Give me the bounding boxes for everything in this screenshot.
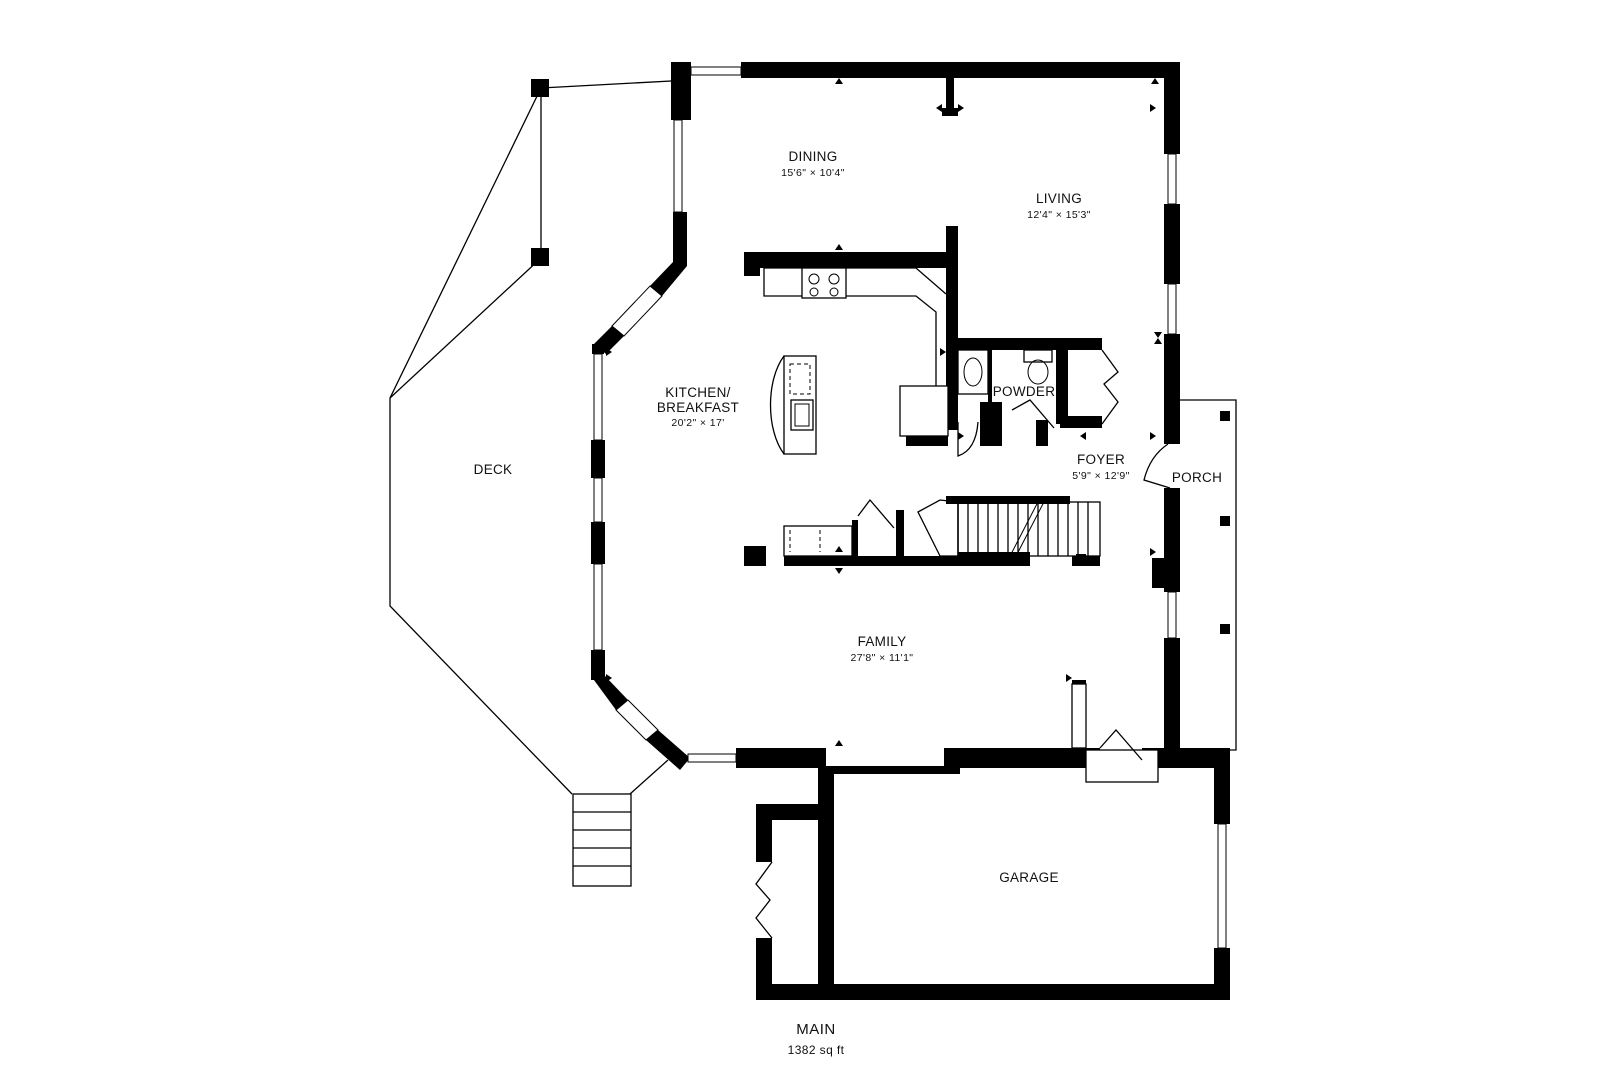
powder-door xyxy=(1011,399,1055,429)
deck-stairs xyxy=(572,793,632,887)
room-label-foyer: FOYER xyxy=(1077,452,1125,467)
room-label-living: LIVING xyxy=(1036,191,1082,206)
floor-area: 1382 sq ft xyxy=(788,1043,845,1057)
porch-post xyxy=(1220,411,1230,421)
room-label-dining: DINING xyxy=(788,149,837,164)
interior-walls xyxy=(744,78,1166,694)
deck-post xyxy=(531,79,549,97)
garage-entry xyxy=(1071,683,1159,783)
room-dims-living: 12'4" × 15'3" xyxy=(1027,209,1091,221)
deck xyxy=(389,79,691,795)
kitchen-counter xyxy=(763,267,949,437)
deck-post xyxy=(531,248,549,266)
foyer-door xyxy=(1143,443,1171,489)
room-label-kitchen: KITCHEN/ xyxy=(665,385,730,400)
refrigerator xyxy=(899,385,949,437)
vanity xyxy=(957,349,989,395)
room-label-family: FAMILY xyxy=(858,634,907,649)
main-stairs xyxy=(917,497,1101,562)
room-dims-foyer: 5'9" × 12'9" xyxy=(1072,470,1129,482)
closet-door xyxy=(957,421,979,457)
floor-name: MAIN xyxy=(796,1021,836,1038)
closet-door xyxy=(857,498,895,529)
stove xyxy=(801,267,847,299)
porch xyxy=(1180,399,1237,751)
toilet xyxy=(1023,349,1053,363)
dimension-markers xyxy=(606,78,1162,746)
kitchen-island xyxy=(769,355,817,455)
powder-room xyxy=(957,349,1119,457)
room-dims-family: 27'8" × 11'1" xyxy=(851,652,914,664)
room-label-garage: GARAGE xyxy=(999,870,1059,885)
sink xyxy=(790,399,814,431)
room-label-breakfast: BREAKFAST xyxy=(657,400,739,415)
room-label-porch: PORCH xyxy=(1172,470,1222,485)
room-dims-dining: 15'6" × 10'4" xyxy=(781,167,845,179)
exterior-walls xyxy=(591,62,1230,774)
porch-post xyxy=(1220,516,1230,526)
garage-side-door xyxy=(755,861,773,939)
room-dims-kitchen: 20'2" × 17' xyxy=(671,417,724,429)
porch-post xyxy=(1220,624,1230,634)
room-label-deck: DECK xyxy=(474,462,513,477)
room-labels: DINING 15'6" × 10'4" LIVING 12'4" × 15'3… xyxy=(474,149,1222,1057)
garage-walls xyxy=(755,768,1230,1000)
room-label-powder: POWDER xyxy=(993,384,1056,399)
closet-bifold xyxy=(1101,349,1119,425)
